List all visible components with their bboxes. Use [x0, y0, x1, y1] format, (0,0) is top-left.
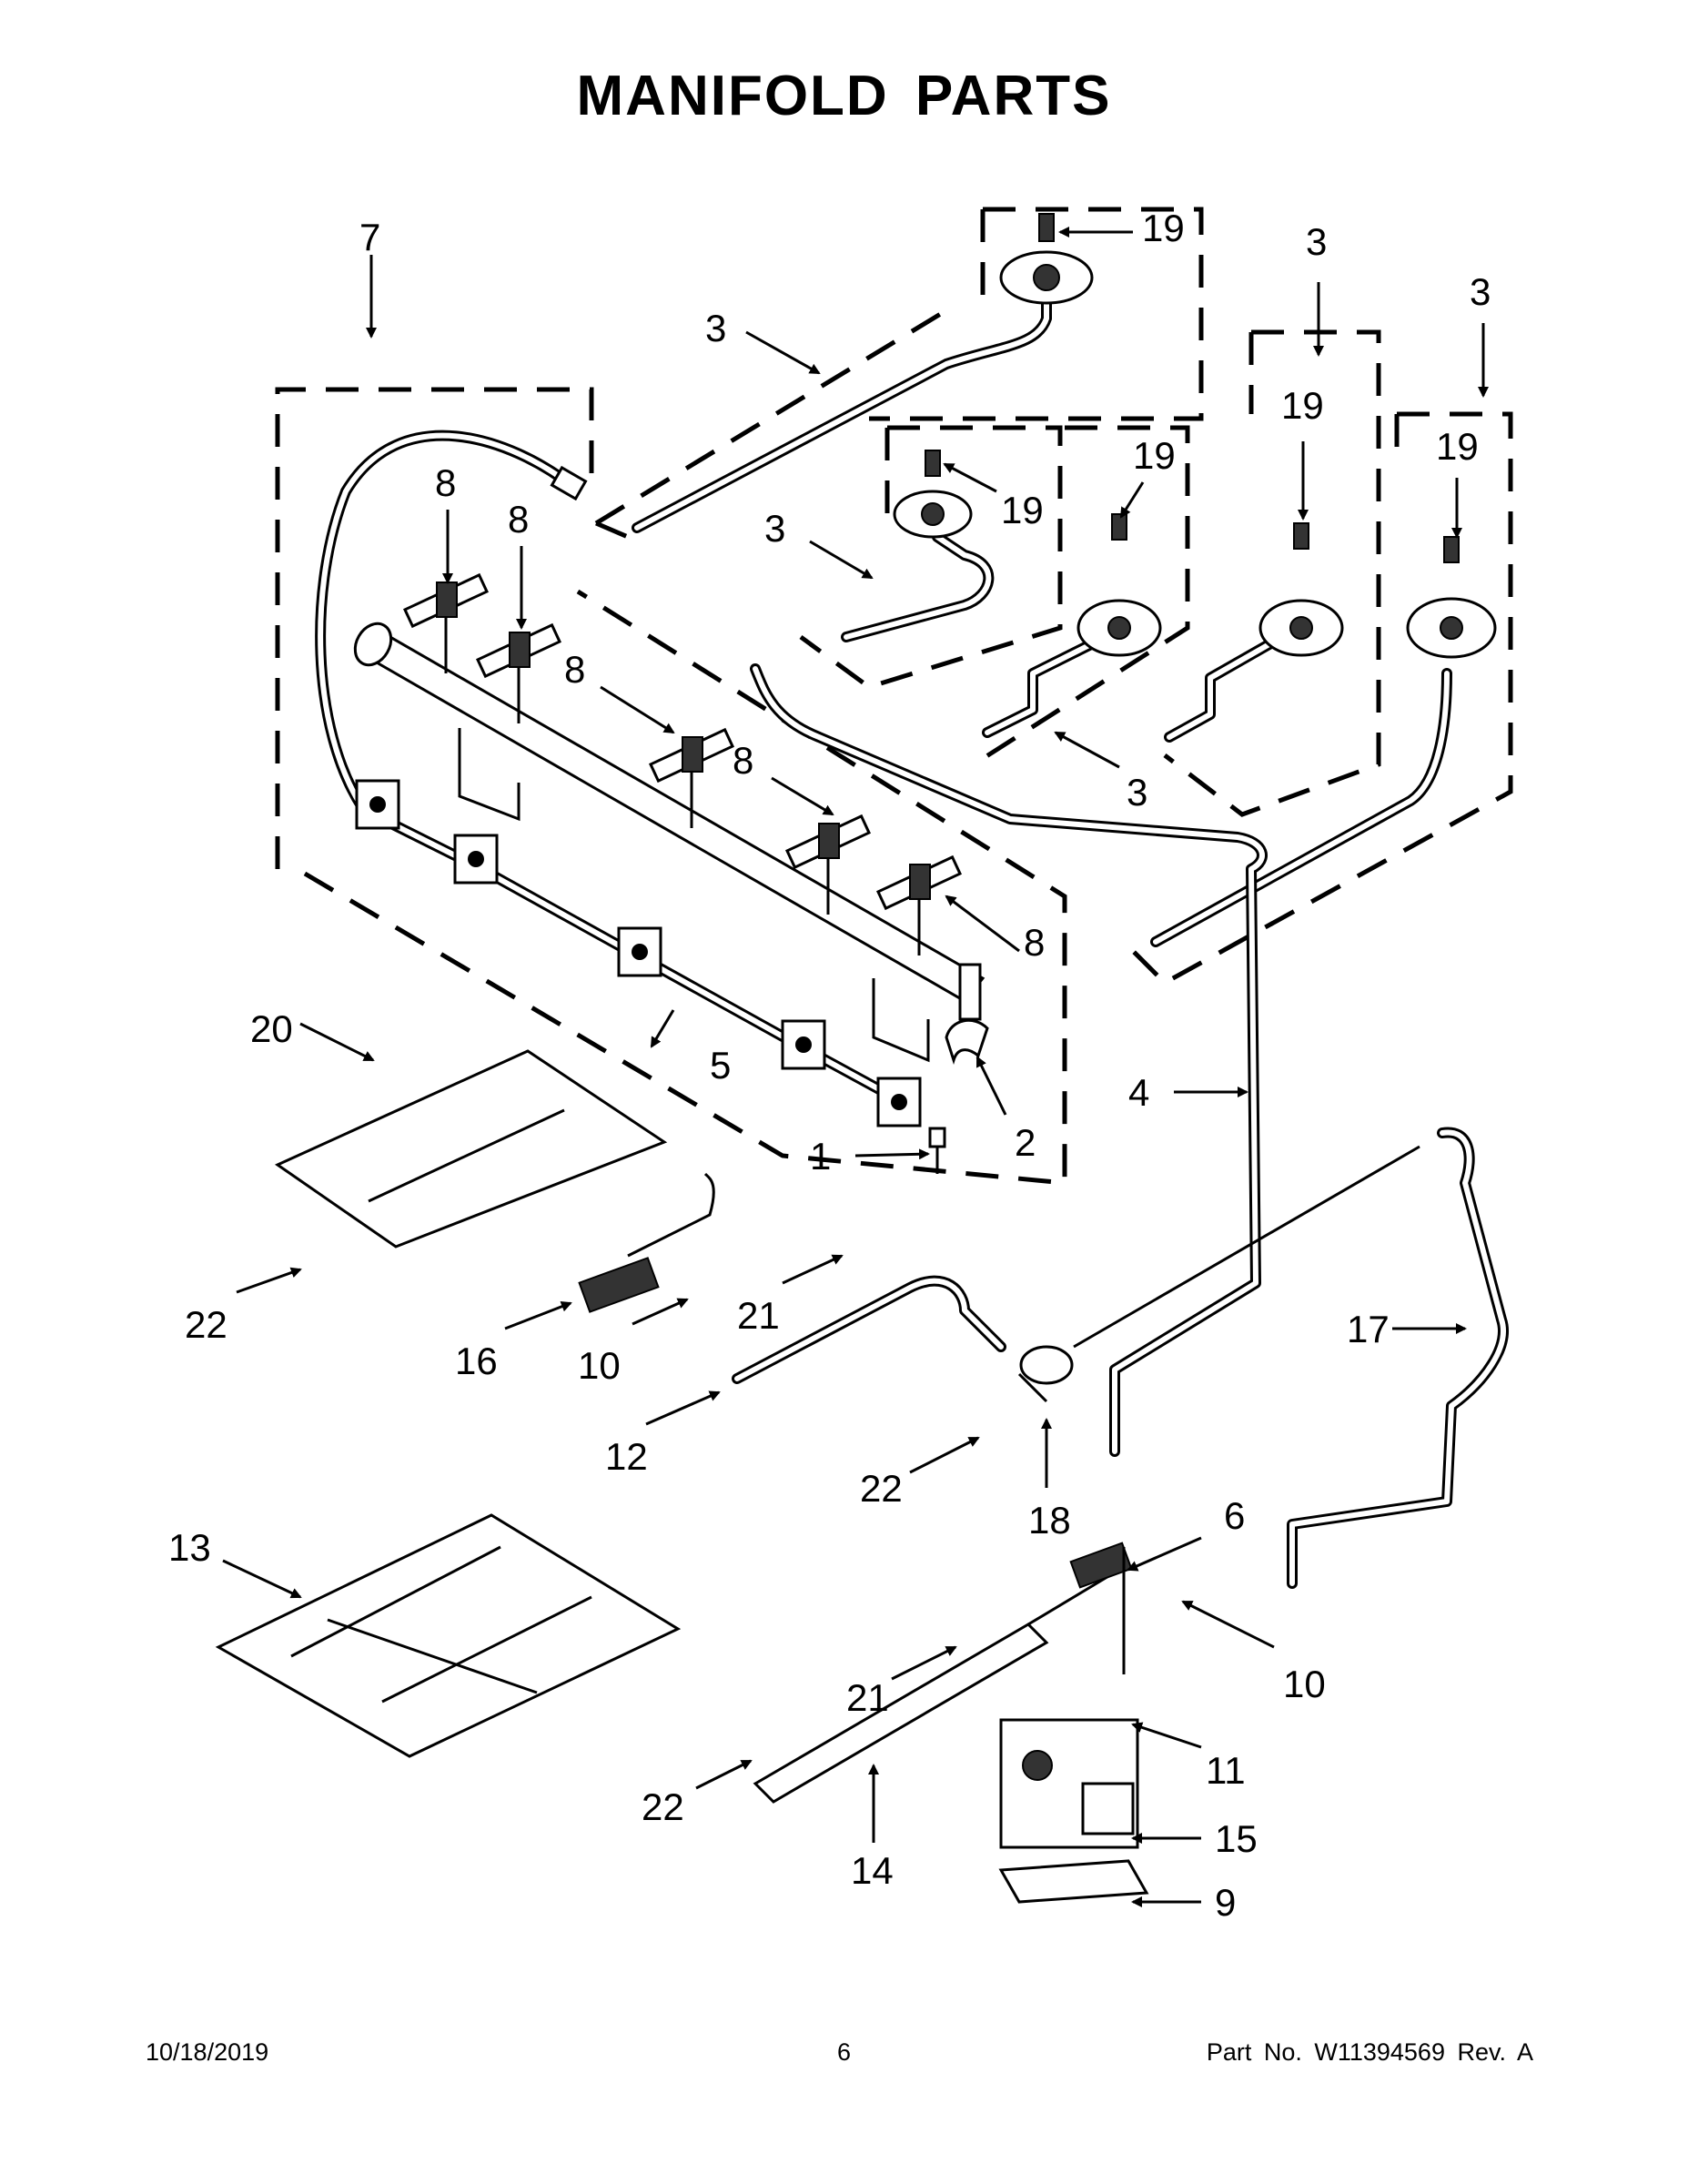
callout-19: 19 — [1281, 384, 1324, 427]
callout-19: 19 — [1436, 425, 1479, 468]
callout-22: 22 — [185, 1303, 227, 1346]
callout-8: 8 — [564, 648, 585, 691]
baffle-13 — [215, 1513, 682, 1758]
wire-harness — [315, 430, 922, 1127]
callout-7: 7 — [359, 216, 380, 258]
harness-clip-5 — [876, 1077, 922, 1127]
callout-8: 8 — [435, 461, 456, 504]
pipe-clamp — [945, 1018, 989, 1066]
orifice-fitting-18 — [1017, 1345, 1074, 1403]
gas-tube-4 — [750, 663, 1268, 1457]
callout-12: 12 — [605, 1435, 648, 1478]
page-title: MANIFOLD PARTS — [576, 65, 1112, 127]
igniter-16 — [578, 1172, 715, 1313]
footer-part-number: Part No. W11394569 Rev. A — [1206, 2038, 1533, 2066]
callout-21: 21 — [737, 1294, 780, 1337]
group-box-7 — [275, 387, 1067, 1186]
broil-burner-14 — [753, 1542, 1133, 1804]
group-box-valve-4 — [1163, 329, 1381, 817]
callout-8: 8 — [508, 498, 529, 541]
group-box-top-valve — [594, 207, 1204, 540]
callout-3: 3 — [1470, 270, 1491, 313]
callout-10: 10 — [578, 1344, 621, 1387]
callout-3: 3 — [1127, 771, 1147, 814]
callout-3: 3 — [1306, 220, 1327, 263]
callout-3: 3 — [764, 507, 785, 550]
callout-2: 2 — [1015, 1121, 1036, 1164]
callout-8: 8 — [733, 739, 753, 782]
callout-19: 19 — [1133, 434, 1176, 477]
gas-valve-15 — [998, 1718, 1149, 1904]
callout-6: 6 — [1224, 1494, 1245, 1537]
callout-10: 10 — [1283, 1663, 1326, 1705]
callout-18: 18 — [1028, 1499, 1071, 1542]
harness-clip-2 — [453, 834, 499, 885]
orifice-holders — [402, 572, 963, 956]
callout-3: 3 — [705, 307, 726, 349]
harness-clip-1 — [355, 779, 400, 830]
harness-clip-3 — [617, 926, 662, 977]
callout-1: 1 — [810, 1135, 831, 1178]
callout-4: 4 — [1128, 1071, 1149, 1114]
callout-20: 20 — [250, 1007, 293, 1050]
footer-date: 10/18/2019 — [146, 2038, 269, 2066]
callout-14: 14 — [851, 1849, 894, 1892]
callout-16: 16 — [455, 1340, 498, 1382]
group-box-valve-3 — [972, 425, 1190, 767]
callout-8: 8 — [1024, 921, 1045, 964]
callout-9: 9 — [1215, 1881, 1236, 1924]
gas-tube-17 — [1287, 1127, 1509, 1589]
callout-13: 13 — [168, 1526, 211, 1569]
footer-page-number: 6 — [836, 2038, 852, 2066]
harness-clip-4 — [781, 1019, 826, 1070]
callout-11: 11 — [1206, 1749, 1246, 1792]
callout-labels: 7 8 8 8 8 8 3 3 3 3 3 19 19 19 19 19 5 1… — [168, 207, 1491, 1924]
callout-22: 22 — [860, 1467, 903, 1510]
group-box-valve-5 — [1131, 411, 1513, 986]
oven-burner-assembly — [578, 1145, 1420, 1403]
leader-arrows — [222, 227, 1489, 1907]
group-box-valve-2 — [799, 425, 1063, 690]
callout-19: 19 — [1142, 207, 1185, 249]
callout-5: 5 — [710, 1044, 731, 1087]
callout-21: 21 — [846, 1676, 889, 1719]
callout-17: 17 — [1347, 1308, 1390, 1350]
callout-15: 15 — [1215, 1817, 1258, 1860]
callout-19: 19 — [1001, 489, 1044, 531]
mount-screw — [928, 1127, 946, 1174]
callout-22: 22 — [642, 1785, 684, 1828]
heat-shield-20 — [274, 1049, 668, 1249]
burner-valves — [632, 213, 1497, 947]
